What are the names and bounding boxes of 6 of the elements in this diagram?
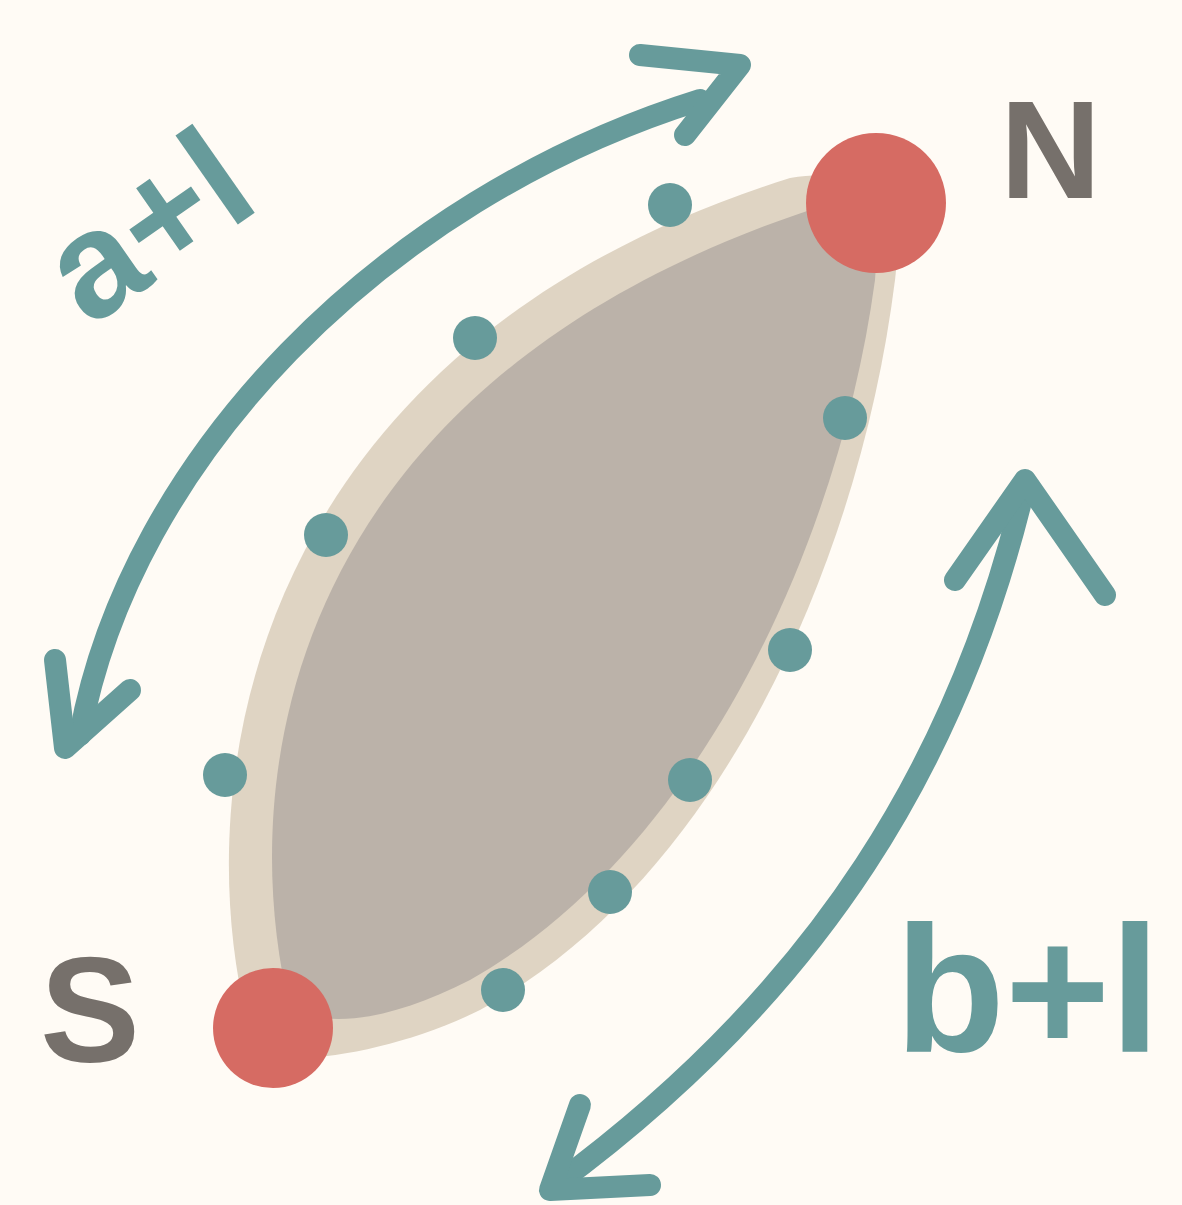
point-label: N [1000,80,1102,220]
point-marker [213,968,333,1088]
dimension-label: a+l [16,102,277,348]
point-marker [806,133,946,273]
dimension-label: b+l [895,900,1161,1080]
point-label: S [40,935,141,1085]
